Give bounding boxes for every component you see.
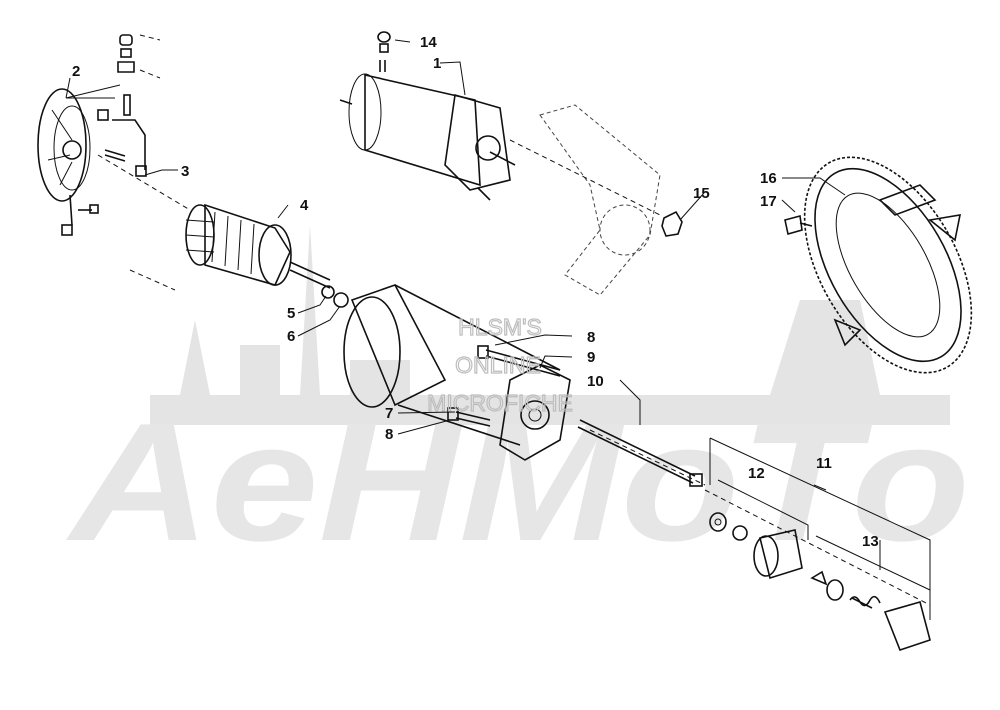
part-ring-gear [803, 156, 973, 374]
part-through-bolt [577, 419, 703, 487]
callout-2: 2 [72, 63, 80, 80]
callout-13: 13 [862, 533, 879, 550]
part-pinion-group [589, 429, 931, 651]
watermark: AeHMoTo [65, 225, 970, 576]
callout-16: 16 [760, 170, 777, 187]
callout-3: 3 [181, 163, 189, 180]
part-nut-top [377, 31, 391, 53]
microfiche-line-2: ONLINE [455, 352, 541, 378]
callout-8-lower: 8 [385, 426, 393, 443]
callout-15: 15 [693, 185, 710, 202]
part-bolt-upper [477, 345, 561, 377]
part-armature [97, 154, 331, 291]
callout-11: 11 [816, 455, 832, 472]
watermark-skyline [150, 225, 950, 425]
microfiche-line-1: HLSM'S [458, 314, 542, 340]
watermark-brand: AeHMoTo [65, 388, 970, 576]
part-drive-end-cover [499, 364, 571, 461]
callout-17: 17 [760, 193, 777, 210]
microfiche-watermark: HLSM'S ONLINE MICROFICHE [427, 313, 574, 416]
callout-1: 1 [433, 55, 441, 72]
callout-6: 6 [287, 328, 295, 345]
part-bolt-lower [447, 407, 491, 427]
callout-9: 9 [587, 349, 595, 366]
callout-10: 10 [587, 373, 604, 390]
part-motor-housing [343, 284, 561, 446]
part-screw [784, 214, 813, 236]
callout-5: 5 [287, 305, 295, 322]
callout-labels: 1 2 3 4 5 6 7 8 8 9 10 11 12 13 14 15 16… [72, 34, 879, 550]
part-mounting-bracket [509, 104, 661, 296]
callout-8-upper: 8 [587, 329, 595, 346]
callout-12: 12 [748, 465, 765, 482]
callout-4: 4 [300, 197, 309, 214]
callout-14: 14 [420, 34, 437, 51]
callout-7: 7 [385, 405, 393, 422]
leader-lines [65, 39, 931, 620]
part-starter-motor [339, 60, 516, 201]
part-washers [321, 285, 349, 308]
part-nut-bracket [661, 210, 683, 237]
part-end-cover [37, 34, 161, 236]
